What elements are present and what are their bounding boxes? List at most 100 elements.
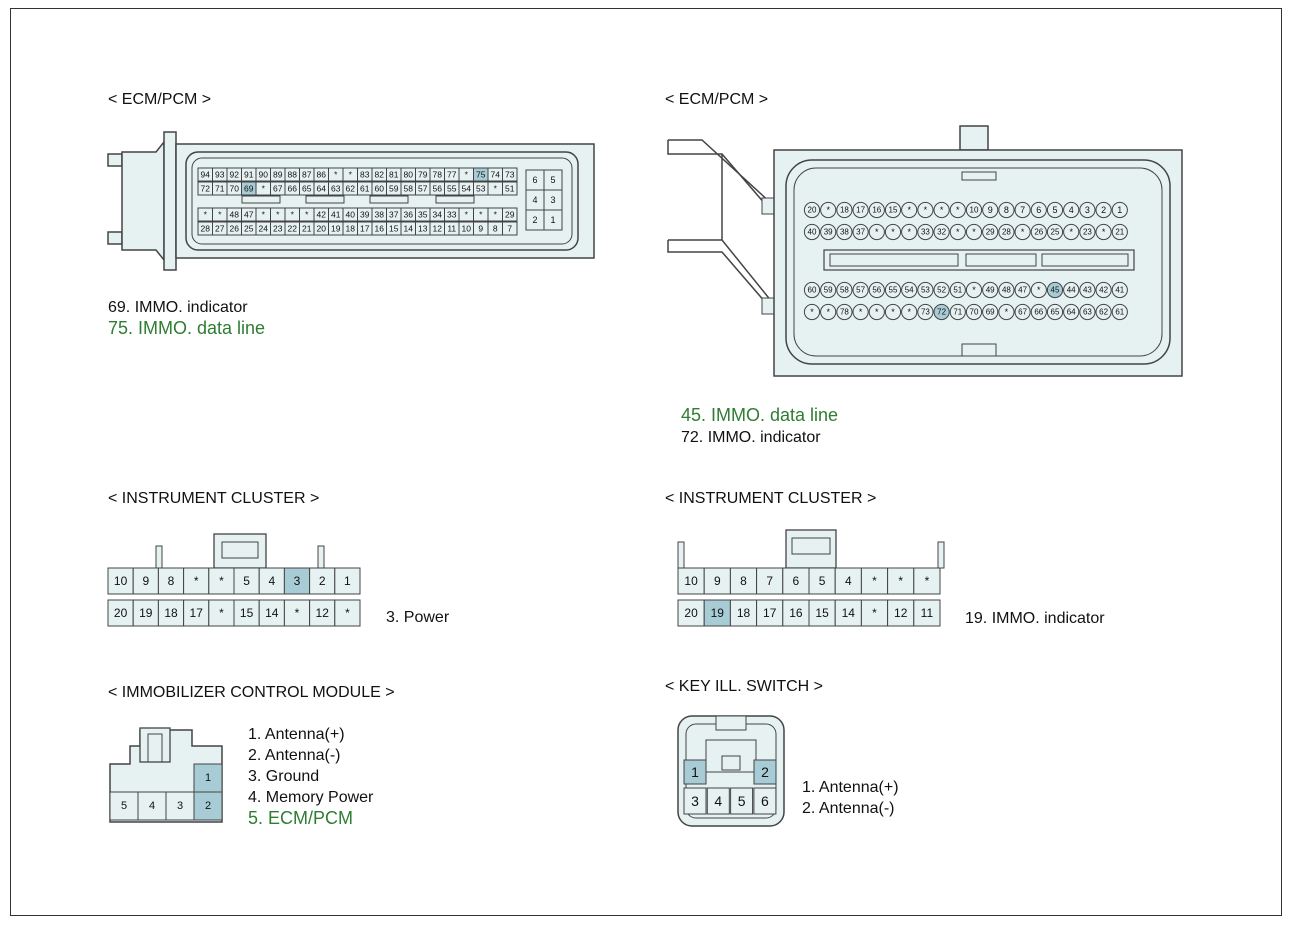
pin-label: 20 — [317, 224, 327, 234]
pin-label: 74 — [491, 170, 501, 180]
pin-label: 4 — [149, 800, 155, 812]
pin-label: 47 — [244, 210, 254, 220]
pin-label: 2 — [205, 800, 211, 812]
pin-label: 73 — [505, 170, 515, 180]
pin-cell — [860, 599, 889, 627]
pin-label: 5 — [738, 793, 746, 809]
pin-circle — [1063, 223, 1080, 241]
pin-label: * — [1021, 227, 1025, 237]
pin-circle — [1079, 201, 1096, 219]
pin-cell — [782, 599, 810, 627]
pin-label: 51 — [953, 286, 962, 295]
pin-cell — [258, 599, 285, 627]
pin-cell — [808, 599, 836, 627]
pin-circle — [1030, 223, 1047, 241]
pin-circle — [933, 201, 950, 219]
pin-label: 15 — [389, 224, 399, 234]
pin-label: 5 — [550, 175, 555, 185]
pin-cell — [753, 787, 777, 815]
pin-circle — [982, 223, 999, 241]
pin-label: 33 — [447, 210, 457, 220]
pin-circle — [998, 281, 1015, 299]
pin-circle — [1014, 303, 1031, 321]
pin-label: 11 — [921, 606, 934, 620]
pin-label: 16 — [375, 224, 385, 234]
immo-note-2: 2. Antenna(-) — [248, 747, 341, 764]
pin-cell — [683, 787, 707, 815]
pin-cell — [706, 787, 730, 815]
pin-label: 13 — [418, 224, 428, 234]
pin-label: 67 — [1018, 308, 1027, 317]
pin-label: 55 — [447, 184, 457, 194]
pin-label: 16 — [789, 606, 803, 620]
pin-cell — [730, 787, 754, 815]
pin-label: 20 — [808, 206, 817, 215]
pin-label: 11 — [447, 224, 456, 234]
pin-label: 81 — [389, 170, 399, 180]
pin-cell — [753, 759, 777, 785]
pin-label: 40 — [808, 228, 817, 237]
pin-label: * — [872, 574, 877, 588]
pin-label: * — [810, 307, 814, 317]
pin-circle — [982, 303, 999, 321]
pin-label: 3 — [294, 574, 301, 588]
pin-label: 62 — [346, 184, 356, 194]
pin-circle — [1063, 303, 1080, 321]
pin-label: 88 — [288, 170, 298, 180]
pin-circle — [965, 281, 983, 299]
pin-label: 8 — [168, 574, 175, 588]
pin-circle — [965, 223, 983, 241]
immo-title: < IMMOBILIZER CONTROL MODULE > — [108, 684, 395, 701]
pin-label: 1 — [205, 772, 211, 784]
pin-label: 6 — [532, 175, 537, 185]
pin-cell — [183, 567, 210, 595]
pin-label: 19 — [139, 606, 153, 620]
pin-label: 42 — [1099, 286, 1108, 295]
immo-note-4: 4. Memory Power — [248, 789, 374, 806]
pin-cell — [703, 599, 731, 627]
pin-label: 9 — [142, 574, 149, 588]
pin-label: 4 — [845, 574, 852, 588]
ecm-left-title: < ECM/PCM > — [108, 91, 212, 108]
pin-cell — [543, 209, 563, 231]
pin-circle — [836, 281, 853, 299]
pin-label: 25 — [244, 224, 254, 234]
pin-label: * — [218, 210, 222, 220]
pin-label: 53 — [921, 286, 930, 295]
pin-cell — [703, 567, 731, 595]
cluster-right-title: < INSTRUMENT CLUSTER > — [665, 490, 877, 507]
pin-label: 43 — [1083, 286, 1092, 295]
pin-label: 80 — [404, 170, 414, 180]
pin-cell — [913, 599, 941, 627]
pin-cell — [107, 567, 134, 595]
pin-label: 3 — [550, 195, 555, 205]
pin-label: 60 — [808, 286, 817, 295]
pin-cell — [309, 599, 336, 627]
pin-label: 41 — [331, 210, 341, 220]
pin-circle — [820, 201, 837, 219]
pin-label: 93 — [215, 170, 225, 180]
pin-label: 12 — [894, 606, 908, 620]
pin-label: 3 — [691, 793, 699, 809]
pin-label: 65 — [302, 184, 312, 194]
pin-cell — [913, 567, 941, 595]
key-slot — [241, 195, 281, 204]
pin-label: 10 — [114, 574, 128, 588]
pin-label: * — [891, 227, 895, 237]
pin-circle — [803, 281, 821, 299]
pin-label: 71 — [215, 184, 225, 194]
pin-label: 12 — [316, 606, 330, 620]
pin-cell — [729, 567, 758, 595]
pin-label: 2 — [532, 215, 537, 225]
pin-label: * — [907, 205, 911, 215]
pin-circle — [933, 281, 950, 299]
pin-circle — [884, 223, 902, 241]
pin-cell — [677, 567, 705, 595]
pin-label: 28 — [1002, 228, 1011, 237]
pin-circle — [868, 201, 885, 219]
pin-circle — [901, 281, 918, 299]
pin-label: 34 — [433, 210, 443, 220]
pin-label: 17 — [763, 606, 777, 620]
ecm-right-note-indicator: 72. IMMO. indicator — [681, 429, 821, 446]
